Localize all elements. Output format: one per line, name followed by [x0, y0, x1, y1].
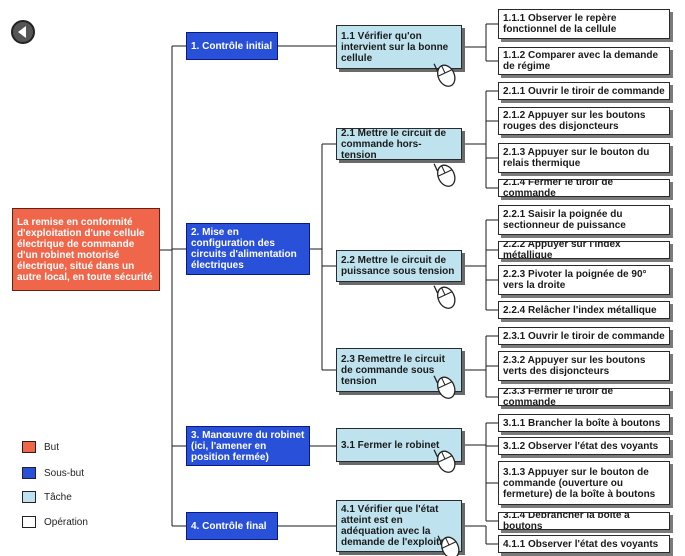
task-2-1-node[interactable]: 2.1 Mettre le circuit de commande hors-t…: [336, 128, 462, 160]
goal-label: La remise en conformité d'exploitation d…: [17, 216, 153, 283]
operation-2-3-1[interactable]: 2.3.1 Ouvrir le tiroir de commande: [498, 327, 670, 345]
operation-1-1-2[interactable]: 1.1.2 Comparer avec la demande de régime: [498, 47, 670, 75]
operation-2-3-1-label: 2.3.1 Ouvrir le tiroir de commande: [503, 330, 665, 342]
subgoal-4-label: 4. Contrôle final: [191, 520, 267, 532]
operation-1-1-1-label: 1.1.1 Observer le repère fonctionnel de …: [503, 13, 617, 35]
operation-2-2-2-label: 2.2.2 Appuyer sur l'index métallique: [503, 241, 621, 259]
operation-2-1-3[interactable]: 2.1.3 Appuyer sur le bouton du relais th…: [498, 143, 670, 173]
subgoal-2-node[interactable]: 2. Mise en configuration des circuits d'…: [186, 223, 310, 275]
operation-1-1-2-label: 1.1.2 Comparer avec la demande de régime: [503, 50, 659, 72]
legend-swatch-tache: [22, 491, 36, 503]
operation-2-1-1[interactable]: 2.1.1 Ouvrir le tiroir de commande: [498, 82, 670, 100]
legend-label-operation: Opération: [44, 517, 88, 528]
operation-1-1-1[interactable]: 1.1.1 Observer le repère fonctionnel de …: [498, 9, 670, 39]
operation-2-1-2-label: 2.1.2 Appuyer sur les boutons rouges des…: [503, 110, 646, 132]
operation-3-1-1-label: 3.1.1 Brancher la boîte à boutons: [503, 417, 661, 429]
task-4-1-label: 4.1 Vérifier que l'état atteint est en a…: [341, 504, 455, 548]
subgoal-4-node[interactable]: 4. Contrôle final: [186, 512, 278, 540]
task-1-1-node[interactable]: 1.1 Vérifier qu'on intervient sur la bon…: [336, 25, 462, 69]
goal-node: La remise en conformité d'exploitation d…: [12, 208, 160, 291]
legend-swatch-operation: [22, 516, 36, 528]
task-4-1-node[interactable]: 4.1 Vérifier que l'état atteint est en a…: [336, 500, 462, 552]
subgoal-2-label: 2. Mise en configuration des circuits d'…: [191, 227, 297, 271]
task-1-1-label: 1.1 Vérifier qu'on intervient sur la bon…: [341, 30, 449, 64]
back-arrow-icon: [18, 26, 26, 38]
task-2-2-label: 2.2 Mettre le circuit de puissance sous …: [341, 255, 455, 277]
operation-2-1-4-label: 2.1.4 Fermer le tiroir de commande: [503, 179, 614, 197]
operation-2-2-4[interactable]: 2.2.4 Relâcher l'index métallique: [498, 301, 670, 319]
subgoal-1-label: 1. Contrôle initial: [191, 40, 273, 52]
operation-2-1-4[interactable]: 2.1.4 Fermer le tiroir de commande: [498, 179, 670, 197]
back-button[interactable]: [11, 20, 35, 44]
task-2-1-label: 2.1 Mettre le circuit de commande hors-t…: [341, 128, 447, 160]
subgoal-3-node[interactable]: 3. Manœuvre du robinet (ici, l'amener en…: [186, 426, 310, 466]
operation-3-1-4-label: 3.1.4 Débrancher la boîte à boutons: [503, 512, 630, 530]
subgoal-3-label: 3. Manœuvre du robinet (ici, l'amener en…: [191, 429, 305, 463]
operation-2-2-3-label: 2.2.3 Pivoter la poignée de 90° vers la …: [503, 269, 647, 291]
operation-4-1-1[interactable]: 4.1.1 Observer l'état des voyants: [498, 535, 670, 553]
legend-label-sous-but: Sous-but: [44, 468, 85, 479]
legend-swatch-sous-but: [22, 467, 36, 479]
legend-label-tache: Tâche: [44, 492, 72, 503]
operation-3-1-3-label: 3.1.3 Appuyer sur le bouton de commande …: [503, 466, 656, 500]
legend-swatch-but: [22, 441, 36, 453]
operation-4-1-1-label: 4.1.1 Observer l'état des voyants: [503, 538, 659, 550]
operation-3-1-3[interactable]: 3.1.3 Appuyer sur le bouton de commande …: [498, 461, 670, 505]
task-2-2-node[interactable]: 2.2 Mettre le circuit de puissance sous …: [336, 250, 462, 282]
operation-2-1-1-label: 2.1.1 Ouvrir le tiroir de commande: [503, 85, 665, 97]
operation-2-2-1-label: 2.2.1 Saisir la poignée du sectionneur d…: [503, 209, 626, 231]
operation-2-3-2-label: 2.3.2 Appuyer sur les boutons verts des …: [503, 355, 646, 377]
operation-3-1-4[interactable]: 3.1.4 Débrancher la boîte à boutons: [498, 512, 670, 530]
task-3-1-label: 3.1 Fermer le robinet: [341, 439, 440, 451]
operation-2-2-2[interactable]: 2.2.2 Appuyer sur l'index métallique: [498, 241, 670, 259]
task-2-3-node[interactable]: 2.3 Remettre le circuit de commande sous…: [336, 348, 462, 392]
subgoal-1-node[interactable]: 1. Contrôle initial: [186, 32, 278, 60]
task-2-3-label: 2.3 Remettre le circuit de commande sous…: [341, 353, 445, 387]
operation-2-3-3-label: 2.3.3 Fermer le tiroir de commande: [503, 388, 614, 406]
operation-2-2-1[interactable]: 2.2.1 Saisir la poignée du sectionneur d…: [498, 205, 670, 235]
operation-2-1-3-label: 2.1.3 Appuyer sur le bouton du relais th…: [503, 147, 650, 169]
legend-label-but: But: [44, 442, 60, 453]
operation-2-2-4-label: 2.2.4 Relâcher l'index métallique: [503, 304, 657, 316]
operation-3-1-1[interactable]: 3.1.1 Brancher la boîte à boutons: [498, 414, 670, 432]
operation-3-1-2[interactable]: 3.1.2 Observer l'état des voyants: [498, 437, 670, 455]
task-3-1-node[interactable]: 3.1 Fermer le robinet: [336, 428, 462, 462]
operation-3-1-2-label: 3.1.2 Observer l'état des voyants: [503, 440, 659, 452]
operation-2-3-2[interactable]: 2.3.2 Appuyer sur les boutons verts des …: [498, 351, 670, 381]
operation-2-1-2[interactable]: 2.1.2 Appuyer sur les boutons rouges des…: [498, 107, 670, 135]
operation-2-3-3[interactable]: 2.3.3 Fermer le tiroir de commande: [498, 388, 670, 406]
operation-2-2-3[interactable]: 2.2.3 Pivoter la poignée de 90° vers la …: [498, 265, 670, 295]
